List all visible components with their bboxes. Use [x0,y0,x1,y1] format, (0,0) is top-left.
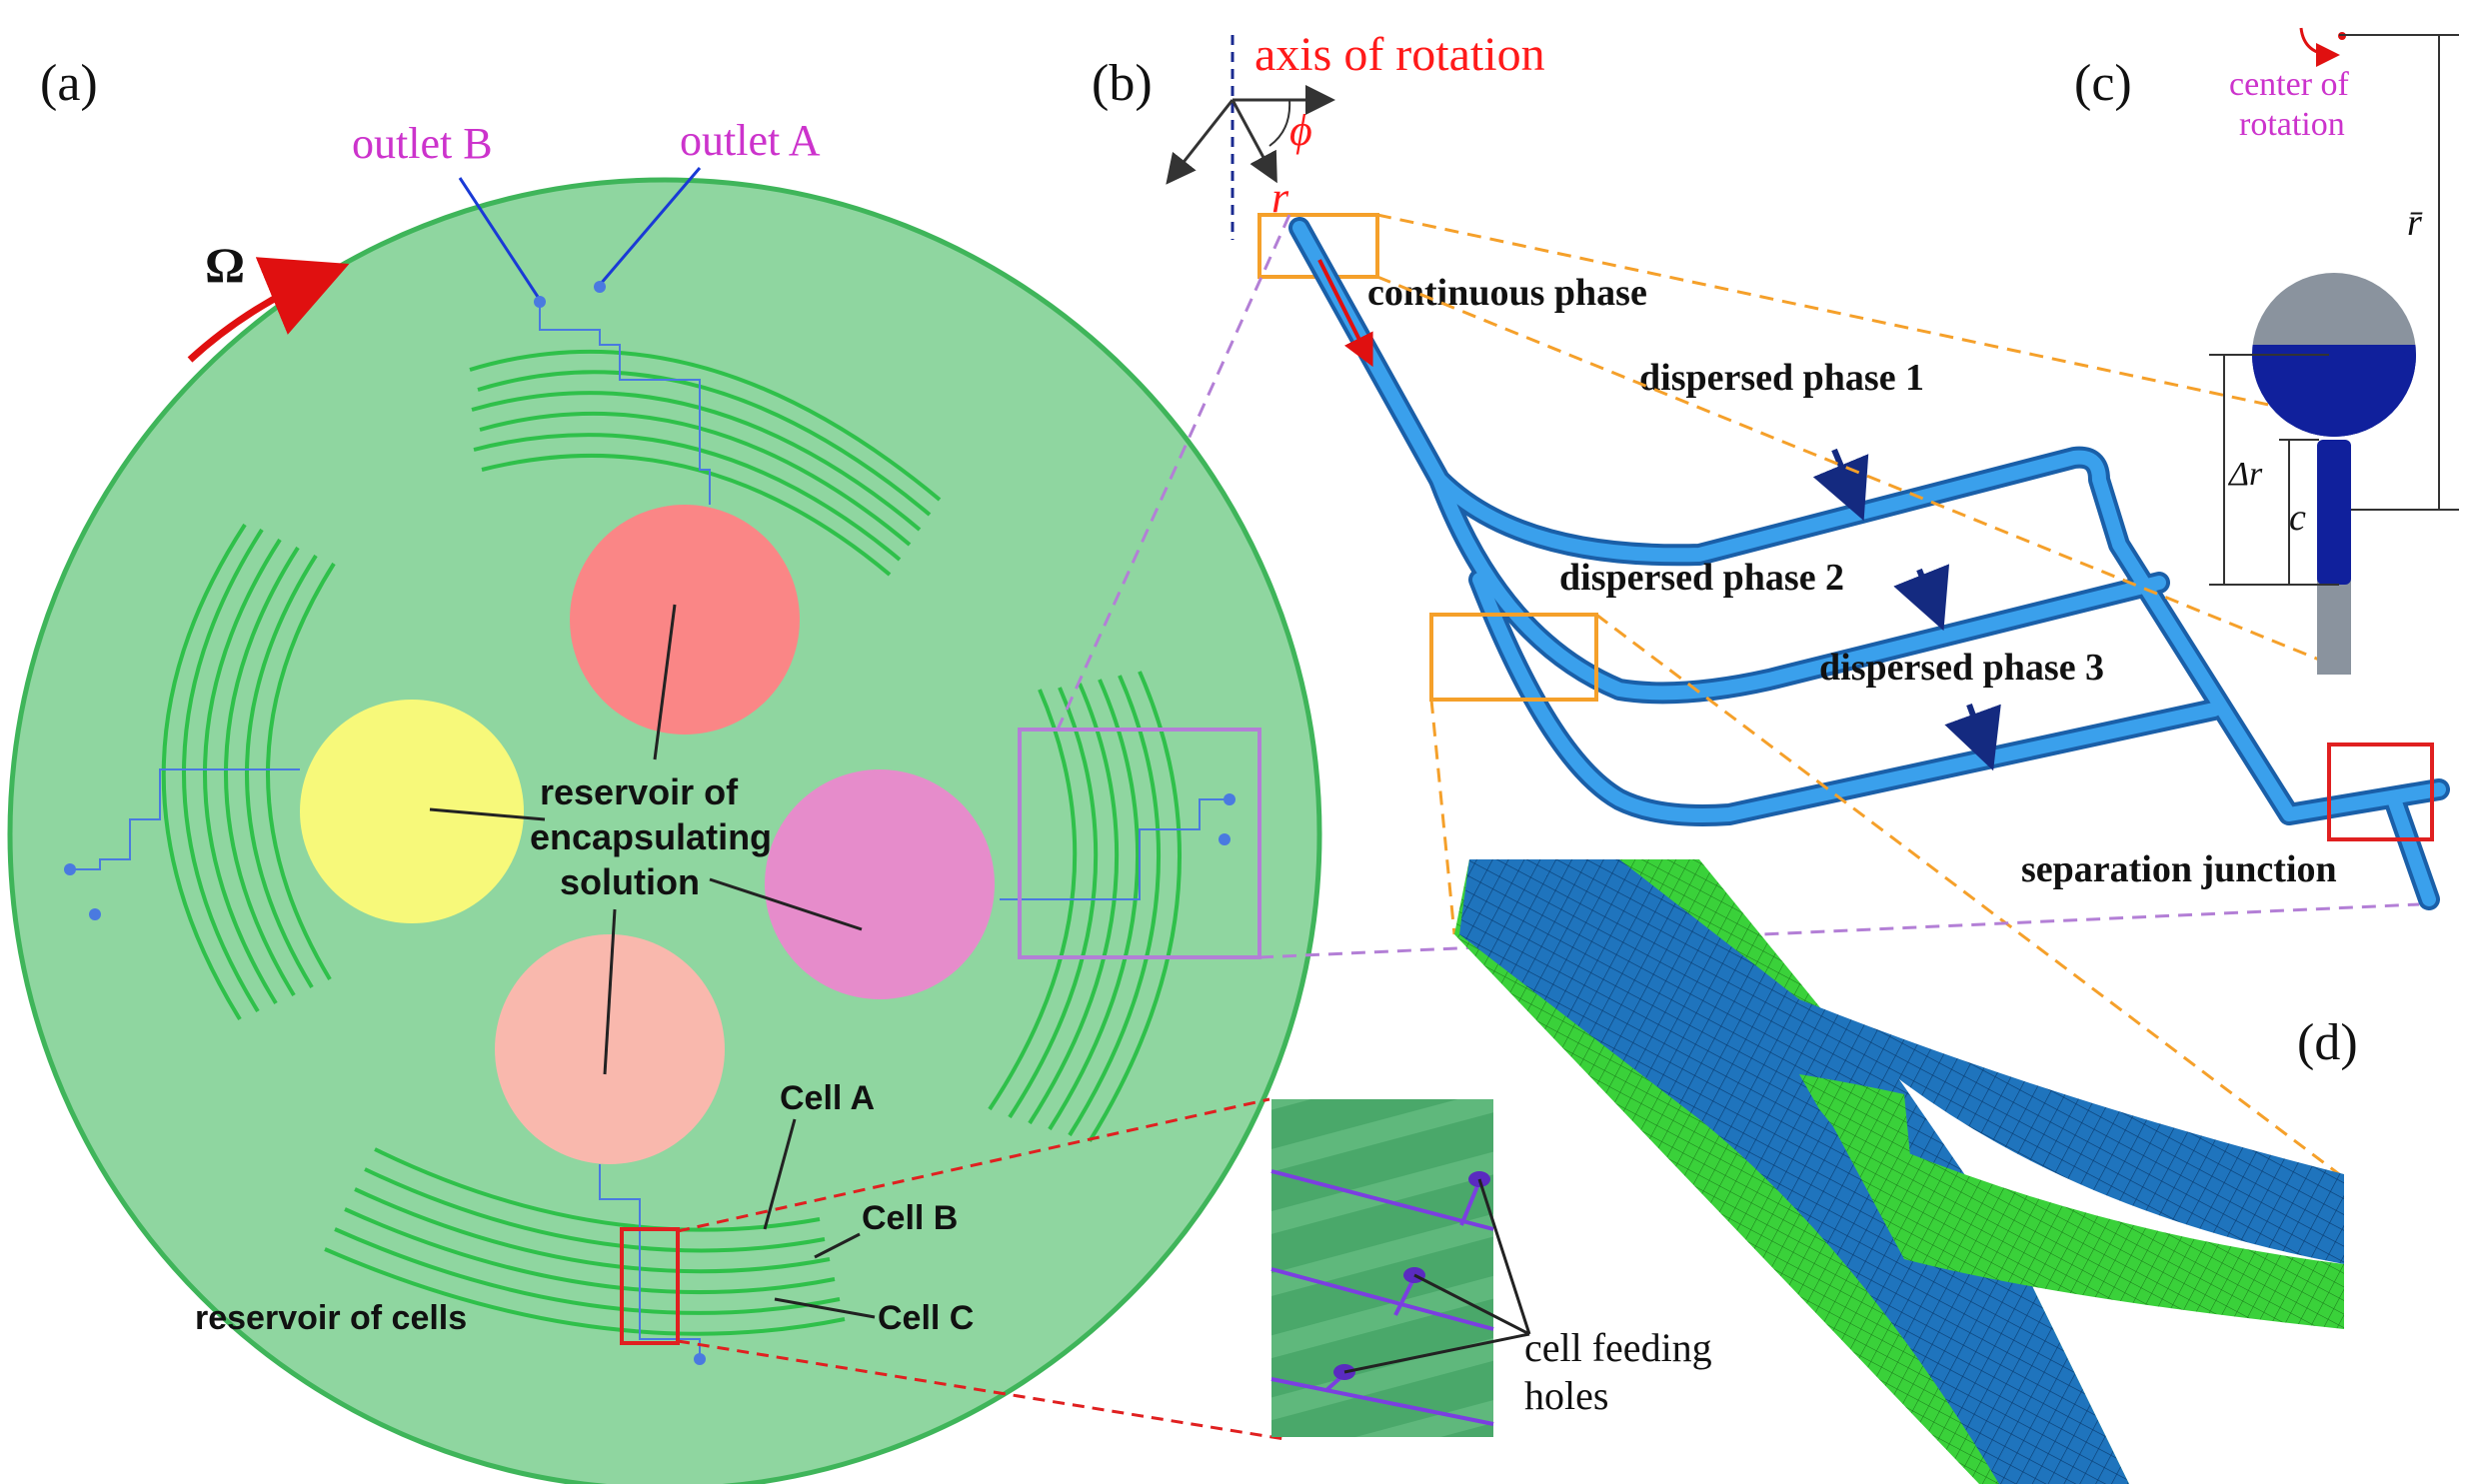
c-label: c [2289,497,2306,539]
outlet-a-label: outlet A [680,116,821,165]
omega-label: Ω [205,237,245,293]
continuous-phase-label: continuous phase [1367,272,1647,314]
phi-arc [1268,99,1291,147]
center-rotation-label-1: center of [2229,66,2350,103]
rotating-disk [7,177,1322,1484]
delta-r-label: Δr [2227,456,2263,493]
channel-group-bottom [324,1147,846,1336]
dispersed-phase-3-label: dispersed phase 3 [1819,647,2104,689]
delta-r-dimension [2209,354,2339,586]
phi-label: ϕ [1289,106,1312,155]
mesh-main-top [1459,859,2129,1484]
channel-left-feed [70,768,300,870]
channel-top-feed [539,302,711,505]
panel-c: (c) center of rotation r̄ Δr c [2074,27,2459,675]
neck-blue [2317,440,2351,585]
rotation-arrow-icon [187,257,350,363]
separation-junction-label: separation junction [2021,848,2337,890]
reservoir-leaders [429,604,863,1075]
mesh-branch-top [1799,999,2344,1264]
junction-box-orange [1429,613,1598,702]
panel-a: (a) Ω outlet B outlet A [7,55,1712,1484]
center-rotation-label-2: rotation [2239,106,2345,143]
r-bar-dimension [2339,34,2459,511]
reservoir-pink [765,769,995,999]
reservoir-encap-label-3: solution [560,861,700,902]
outlet-b-label: outlet B [352,119,493,168]
reservoir-yellow [300,700,524,923]
cell-c-label: Cell C [878,1299,974,1337]
axis-arrow-icon [1166,85,1335,185]
reservoir-encap-label-2: encapsulating [530,816,772,857]
panel-label-b: (b) [1092,55,1153,112]
panel-label-a: (a) [40,55,98,112]
reservoir-cells-label: reservoir of cells [195,1299,467,1337]
panel-label-c: (c) [2074,55,2132,112]
channel-network [1288,217,2450,910]
r-label: r [1271,173,1289,222]
dispersed-phase-1-label: dispersed phase 1 [1639,357,1924,399]
r-bar-label: r̄ [2407,202,2423,244]
inspection-box-cells [620,1227,680,1345]
reservoir-red [570,505,800,735]
outlet-a-port [594,281,606,293]
axis-of-rotation-label: axis of rotation [1254,28,1545,81]
mesh-crotch [1799,1074,1919,1249]
flow-arrow-inlet [1317,259,1373,368]
outlet-b-leader [458,177,542,301]
cell-a-label: Cell A [780,1079,875,1117]
reservoir-encap-label-1: reservoir of [540,771,739,812]
channel-bottom-feed [599,1164,701,1359]
panel-label-d: (d) [2297,1014,2358,1071]
dispersed-phase-arrows [1812,448,2001,771]
outlet-a-leader [598,167,702,286]
panel-b: (b) axis of rotation ϕ r [1056,28,2450,1176]
cell-feeding-label-2: holes [1524,1373,1608,1418]
channel-right-feed [1000,798,1230,900]
cell-b-label: Cell B [862,1199,958,1237]
panel-d: (d) [1454,859,2358,1484]
center-of-rotation-icon [2299,27,2340,67]
inspection-box-chip [1018,728,1261,959]
channel-group-top [469,349,942,577]
dispersed-phase-2-label: dispersed phase 2 [1559,557,1844,599]
cell-feeding-label-1: cell feeding [1524,1325,1712,1370]
cell-feeding-zoom [1270,1099,1531,1437]
zoom-connectors [1056,213,2420,1176]
separation-junction-box [2327,742,2434,841]
reservoir-salmon [495,934,725,1164]
mesh-branch-side [1829,1119,2344,1329]
